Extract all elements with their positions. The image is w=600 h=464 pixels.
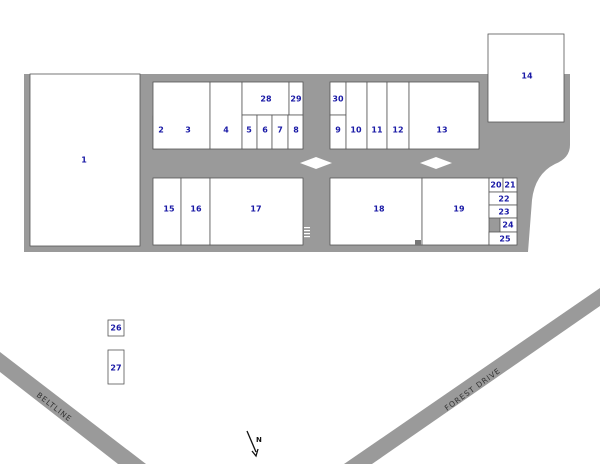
unit-5[interactable]	[241, 114, 258, 150]
unit-1[interactable]	[29, 73, 141, 247]
unit-29[interactable]	[288, 81, 304, 116]
stairs-marker	[304, 227, 310, 229]
unit-20[interactable]	[488, 177, 504, 193]
unit-15[interactable]	[152, 177, 182, 246]
site-details	[304, 227, 421, 245]
traffic-markers	[300, 157, 452, 169]
stairs-marker	[304, 230, 310, 232]
loading-dock	[415, 240, 421, 245]
unit-9[interactable]	[329, 114, 347, 150]
forest-drive-road-label: FOREST DRIVE	[443, 366, 502, 413]
unit-11[interactable]	[366, 81, 388, 150]
roads: BELTLINE FOREST DRIVE	[0, 288, 600, 464]
unit-3[interactable]	[152, 81, 211, 150]
diamond-marker	[300, 157, 332, 169]
unit-14[interactable]	[487, 33, 565, 123]
forest-drive-road	[344, 288, 600, 464]
unit-26[interactable]	[107, 319, 125, 337]
north-arrow-label: N	[256, 436, 262, 444]
unit-17[interactable]	[209, 177, 304, 246]
unit-23[interactable]	[488, 204, 518, 219]
unit-24[interactable]	[499, 217, 518, 233]
diamond-marker	[420, 157, 452, 169]
unit-19[interactable]	[421, 177, 490, 246]
unit-12[interactable]	[386, 81, 410, 150]
unit-4[interactable]	[209, 81, 243, 150]
north-arrow-icon	[246, 430, 259, 458]
unit-18[interactable]	[329, 177, 423, 246]
unit-28[interactable]	[241, 81, 290, 116]
unit-7[interactable]	[271, 114, 289, 150]
unit-25[interactable]	[488, 231, 518, 246]
stairs-marker	[304, 236, 310, 238]
unit-10[interactable]	[345, 81, 368, 150]
unit-27[interactable]	[107, 349, 125, 385]
unit-16[interactable]	[180, 177, 211, 246]
units	[29, 33, 565, 385]
unit-13[interactable]	[408, 81, 480, 150]
north-arrow: N	[246, 430, 262, 458]
unit-30[interactable]	[329, 81, 347, 116]
unit-6[interactable]	[256, 114, 273, 150]
unit-21[interactable]	[502, 177, 518, 193]
beltline-road	[0, 352, 146, 464]
stairs-marker	[304, 233, 310, 235]
unit-22[interactable]	[488, 191, 518, 206]
unit-8[interactable]	[287, 114, 304, 150]
